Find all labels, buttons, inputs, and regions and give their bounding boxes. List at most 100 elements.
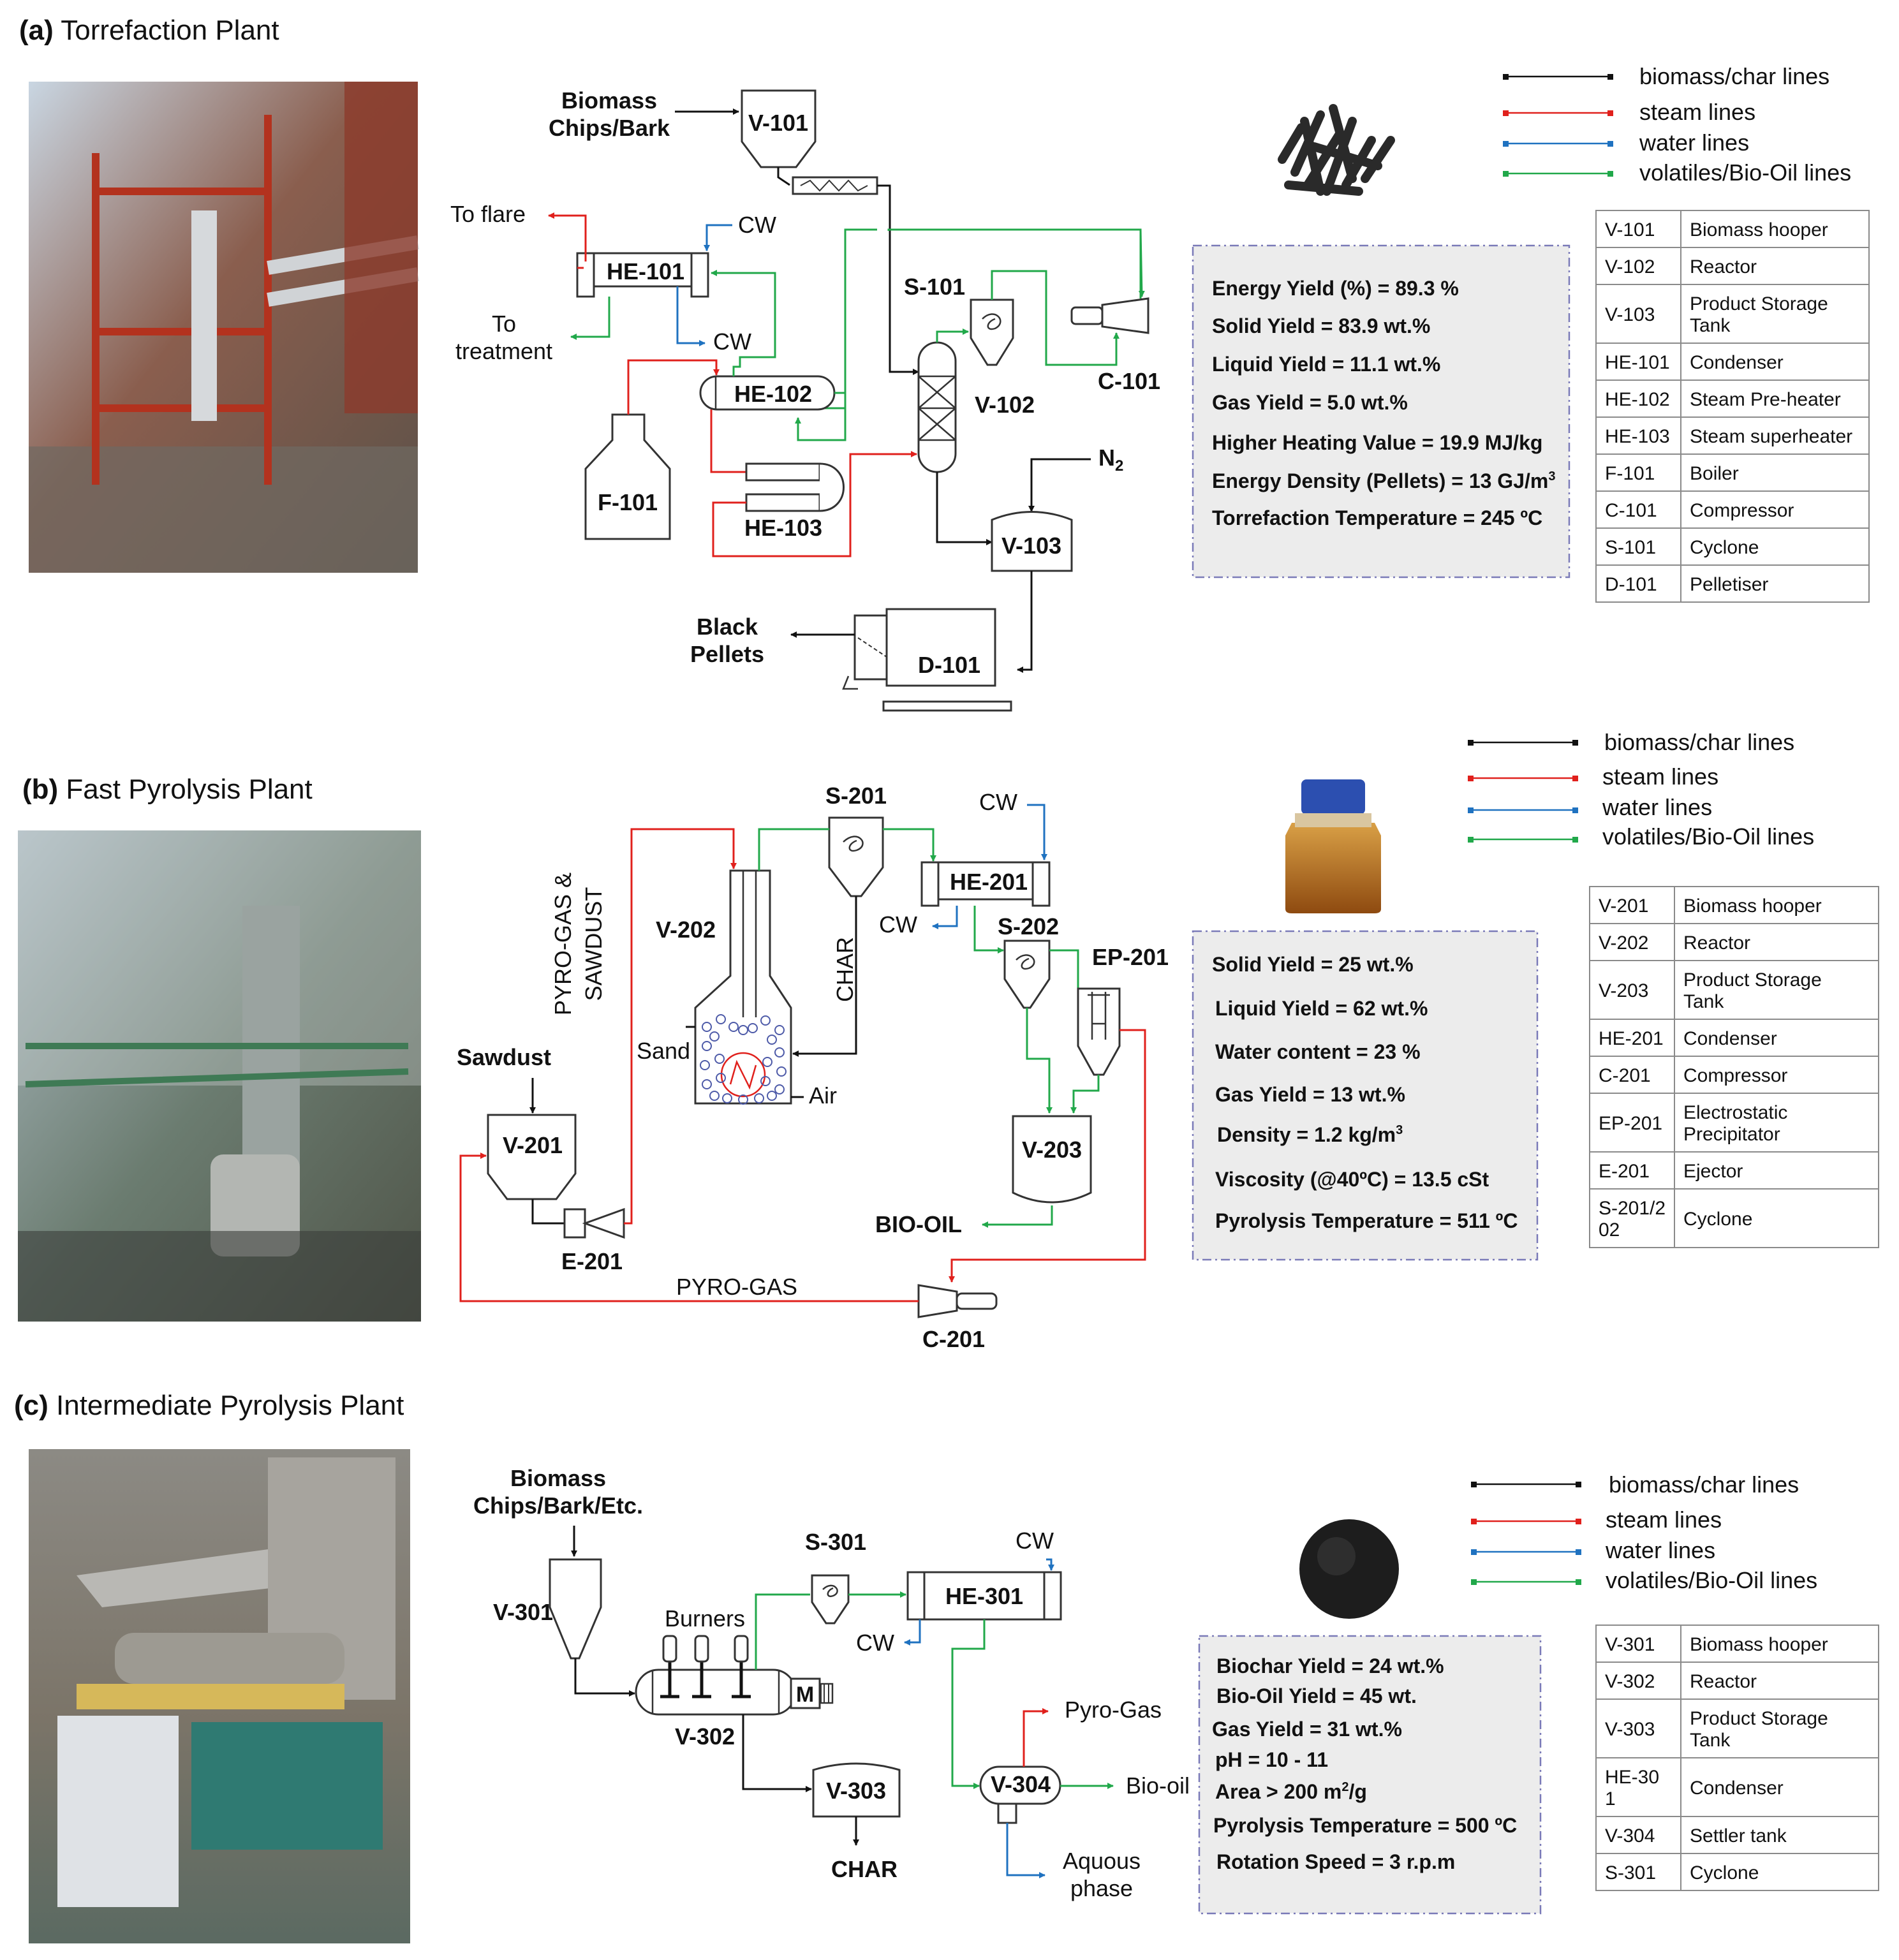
bio-oil-bottle-photo — [1285, 779, 1381, 913]
cw-in-b-label: CW — [979, 789, 1017, 815]
svg-text:volatiles/Bio-Oil lines: volatiles/Bio-Oil lines — [1639, 159, 1851, 186]
he-102-label: HE-102 — [734, 381, 812, 407]
panel-b-results-box: Solid Yield = 25 wt.% Liquid Yield = 62 … — [1192, 930, 1539, 1261]
legend-b-steam: steam lines — [1468, 763, 1718, 790]
svg-text:Density = 1.2 kg/m3: Density = 1.2 kg/m3 — [1217, 1123, 1403, 1146]
to-treatment-label-1: To — [492, 311, 516, 337]
table-row: HE-102 Steam Pre-heater — [1595, 379, 1870, 418]
v-301-label: V-301 — [493, 1599, 553, 1625]
table-description-cell: Condenser — [1683, 1028, 1777, 1049]
result-c-4: Area > 200 m — [1215, 1780, 1341, 1803]
v-103-label: V-103 — [1001, 533, 1061, 559]
result-b-5: Viscosity (@40ºC) = 13.5 cSt — [1215, 1168, 1489, 1191]
table-code-cell: E-201 — [1599, 1161, 1650, 1182]
bio-oil-c-label: Bio-oil — [1126, 1772, 1190, 1799]
result-b-3: Gas Yield = 13 wt.% — [1215, 1083, 1405, 1106]
result-c-6: Rotation Speed = 3 r.p.m — [1216, 1850, 1455, 1873]
d-101-label: D-101 — [918, 652, 980, 678]
bed-particle — [754, 1093, 764, 1103]
ep201-to-c201-line — [949, 1029, 1146, 1283]
v-303-label: V-303 — [826, 1778, 886, 1804]
table-description-cell: Ejector — [1683, 1161, 1743, 1182]
table-description-cell: Steam Pre-heater — [1690, 389, 1841, 410]
v-101-hopper: V-101 — [741, 89, 816, 168]
pyro-gas-label: PYRO-GAS — [676, 1274, 797, 1300]
table-description-cell: Biomass hooper — [1690, 1634, 1828, 1655]
legend-c-water: water lines — [1471, 1537, 1715, 1563]
result-a-5: Energy Density (Pellets) = 13 GJ/m — [1212, 469, 1548, 492]
panel-c-letter: (c) — [14, 1390, 48, 1421]
table-code-cell: S-101 — [1605, 537, 1656, 558]
black-label: Black — [697, 614, 758, 640]
air-label: Air — [809, 1082, 837, 1109]
panel-a: (a) Torrefaction Plant V-101 Biomass Chi… — [19, 15, 1870, 712]
result-c-2: Gas Yield = 31 wt.% — [1212, 1718, 1402, 1741]
table-description-cell: Boiler — [1690, 463, 1739, 484]
table-description-cell: Cyclone — [1683, 1209, 1752, 1230]
table-code-cell: HE-102 — [1605, 389, 1670, 410]
he-301-label: HE-301 — [945, 1583, 1023, 1609]
s201-to-he201-line — [883, 828, 936, 862]
s-301-cyclone: S-301 — [805, 1529, 866, 1625]
svg-text:volatiles/Bio-Oil lines: volatiles/Bio-Oil lines — [1606, 1567, 1817, 1593]
reactor-to-v103-line — [936, 472, 993, 545]
table-code-cell: 02 — [1599, 1219, 1620, 1241]
table-description-cell: Cyclone — [1690, 1862, 1759, 1883]
v-201-hopper: V-201 — [487, 1114, 577, 1200]
panel-b-letter: (b) — [22, 774, 58, 805]
biochar-photo — [1299, 1519, 1399, 1619]
feeder-to-reactor-line — [877, 184, 919, 375]
char-return-line — [792, 896, 857, 1057]
result-a-2: Liquid Yield = 11.1 wt.% — [1212, 353, 1440, 376]
bed-particle — [767, 1035, 777, 1045]
table-code-cell: HE-201 — [1599, 1028, 1664, 1049]
table-description-cell: Product Storage — [1690, 1708, 1828, 1729]
s-201-cyclone: S-201 — [825, 783, 887, 897]
reactor-to-s201-line — [758, 828, 829, 871]
bed-particle — [760, 1076, 771, 1086]
table-code-cell: S-201/2 — [1599, 1198, 1666, 1219]
pyrogas-sawdust-line — [624, 828, 737, 1225]
e-201-label: E-201 — [561, 1248, 623, 1274]
sawdust-label: Sawdust — [457, 1044, 551, 1070]
bed-particle — [702, 1079, 712, 1089]
bed-particle — [767, 1091, 777, 1101]
legend-c-steam: steam lines — [1471, 1507, 1722, 1533]
pellets-label: Pellets — [690, 641, 764, 667]
legend-a-water: water lines — [1503, 129, 1749, 156]
s-101-cyclone: S-101 — [904, 274, 1014, 366]
aquous-label-2: phase — [1070, 1875, 1133, 1901]
burner-1-icon — [662, 1635, 677, 1663]
table-description-cell: Tank — [1683, 991, 1724, 1012]
f-101-boiler: F-101 — [584, 413, 671, 540]
n2-line — [1028, 458, 1091, 512]
feed-biomass-label: Biomass — [561, 87, 657, 114]
v304-pyrogas-line — [1023, 1708, 1049, 1767]
ep201-to-v203-line — [1070, 1075, 1100, 1114]
table-description-cell: Product Storage — [1683, 969, 1822, 991]
feed-chips-c-label: Chips/Bark/Etc. — [473, 1492, 643, 1519]
table-description-cell: Pelletiser — [1690, 574, 1768, 595]
legend-b: biomass/char lines steam lines water lin… — [1468, 729, 1814, 850]
he-201-label: HE-201 — [950, 869, 1028, 895]
bed-particle — [716, 1014, 726, 1024]
table-description-cell: Reactor — [1690, 256, 1757, 277]
table-code-cell: S-301 — [1605, 1862, 1656, 1883]
table-description-cell: Reactor — [1690, 1671, 1757, 1692]
bed-particle — [774, 1025, 785, 1035]
s-202-cyclone: S-202 — [998, 913, 1059, 1009]
panel-c-results-box: Biochar Yield = 24 wt.% Bio-Oil Yield = … — [1198, 1635, 1542, 1915]
cw-out-c-label: CW — [856, 1630, 894, 1656]
svg-text:water lines: water lines — [1605, 1537, 1715, 1563]
bed-particle — [738, 1094, 748, 1105]
volatiles-to-he102-line — [795, 392, 846, 441]
v-304-settler-tank: V-304 — [979, 1765, 1061, 1824]
bed-particle — [774, 1084, 785, 1094]
panel-a-letter: (a) — [19, 15, 54, 46]
cw-in-line — [704, 224, 732, 251]
bio-oil-label: BIO-OIL — [875, 1211, 962, 1237]
result-b-1: Liquid Yield = 62 wt.% — [1215, 997, 1428, 1020]
hopper-outlet-line — [777, 167, 790, 186]
